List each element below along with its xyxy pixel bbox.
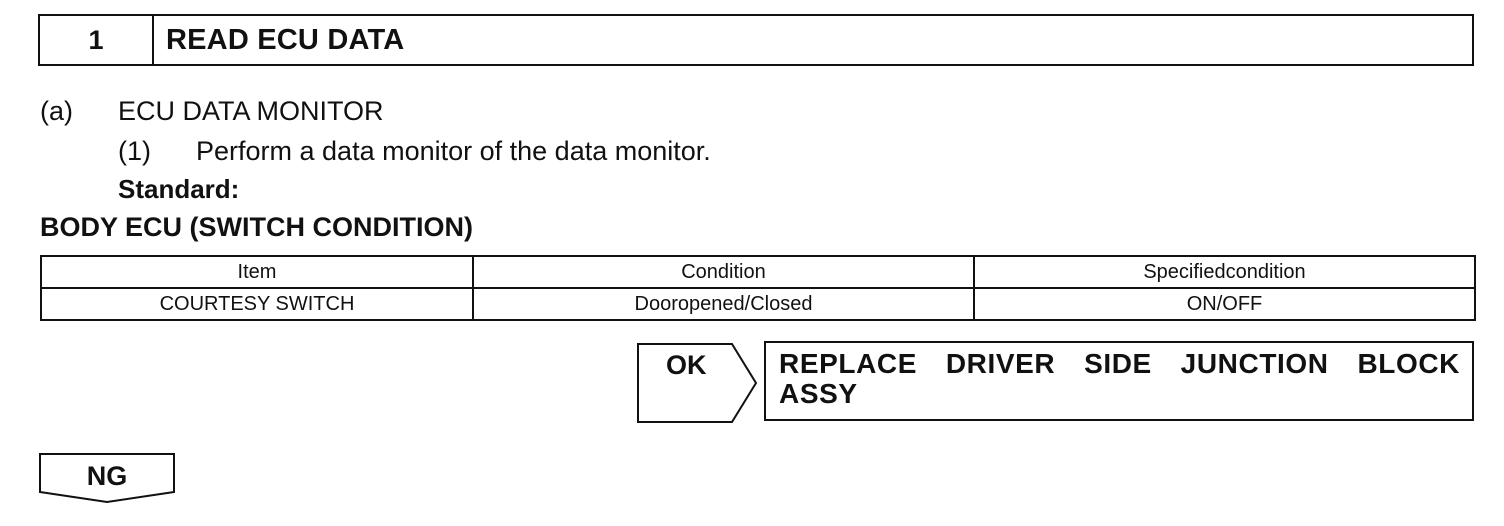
- cell-item: COURTESY SWITCH: [40, 287, 474, 321]
- step-header: 1 READ ECU DATA: [38, 14, 1474, 66]
- ok-arrow-box: [637, 343, 758, 423]
- ok-label: OK: [666, 350, 707, 380]
- step-title: READ ECU DATA: [166, 23, 405, 56]
- cell-condition: Dooropened/Closed: [472, 287, 975, 321]
- step-number: 1: [40, 16, 154, 64]
- spec-table: Item Condition Specifiedcondition COURTE…: [40, 255, 1476, 321]
- cell-specified-condition: ON/OFF: [973, 287, 1476, 321]
- header-condition: Condition: [472, 255, 975, 289]
- ok-result-action: REPLACE DRIVER SIDE JUNCTION BLOCK ASSY: [764, 341, 1474, 421]
- ng-label: NG: [86, 461, 128, 491]
- substep-label: (a): [40, 96, 73, 126]
- table-header-row: Item Condition Specifiedcondition: [40, 255, 1476, 289]
- substep-text: ECU DATA MONITOR: [118, 96, 384, 126]
- table-row: COURTESY SWITCH Dooropened/Closed ON/OFF: [40, 287, 1476, 321]
- substep-2-label: (1): [118, 136, 151, 166]
- header-item: Item: [40, 255, 474, 289]
- ng-arrow-box: [39, 453, 175, 504]
- table-title: BODY ECU (SWITCH CONDITION): [40, 212, 473, 242]
- standard-label: Standard:: [118, 174, 240, 204]
- substep-2-text: Perform a data monitor of the data monit…: [196, 136, 711, 166]
- header-specified-condition: Specifiedcondition: [973, 255, 1476, 289]
